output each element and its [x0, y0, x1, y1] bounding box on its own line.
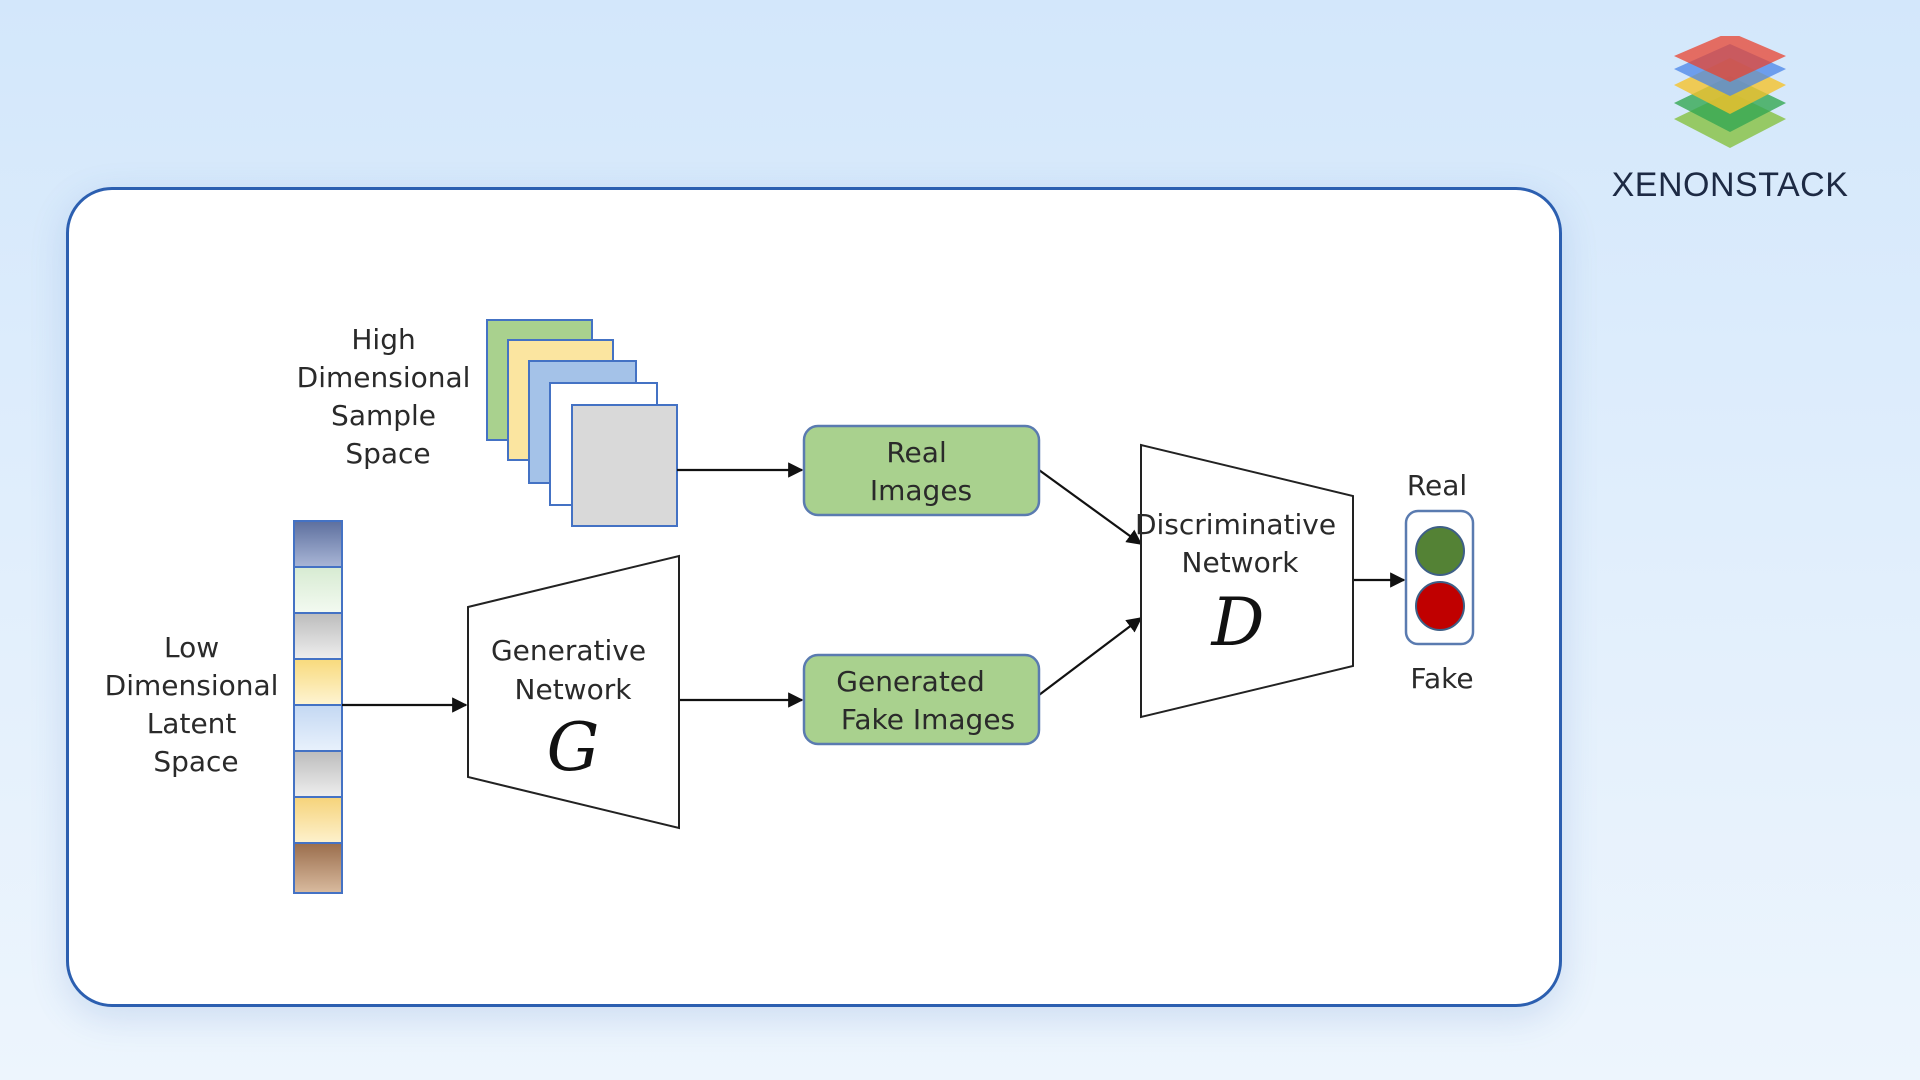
real-images-line-1: Real: [886, 436, 946, 469]
output-real-label: Real: [1407, 469, 1467, 502]
sample-sheet-5: [571, 404, 678, 527]
real-images-box: [802, 424, 1041, 517]
latent-cell-7: [293, 796, 343, 844]
sample-space-line-1: High: [351, 323, 415, 356]
latent-space-label: Low Dimensional Latent Space: [105, 631, 288, 778]
latent-cell-2: [293, 566, 343, 614]
latent-space-line-3: Latent: [147, 707, 237, 740]
sample-space-line-2: Dimensional: [297, 361, 471, 394]
arrow-real-to-discriminator: [1038, 469, 1143, 545]
generator-label-line-2: Network: [515, 673, 633, 706]
latent-vector: [293, 520, 343, 894]
logo-layer-red: [1674, 36, 1786, 82]
discriminator-label-line-1: Discriminative: [1135, 508, 1336, 541]
discriminator-label: Discriminative Network: [1135, 508, 1345, 579]
generator-network-shape: [467, 554, 680, 830]
xenonstack-logo[interactable]: XENONSTACK: [1600, 36, 1860, 216]
generator-symbol: G: [547, 709, 600, 786]
brand-name: XENONSTACK: [1611, 166, 1849, 204]
stacked-layers-icon: [1674, 36, 1786, 148]
discriminator-label-line-2: Network: [1182, 546, 1300, 579]
discriminator-network-shape: [1140, 443, 1354, 719]
latent-cell-1: [293, 520, 343, 568]
latent-cell-3: [293, 612, 343, 660]
latent-cell-8: [293, 842, 343, 894]
real-indicator-light: [1415, 526, 1465, 576]
fake-images-line-1: Generated: [836, 665, 985, 698]
fake-indicator-light: [1415, 581, 1465, 631]
discriminator-symbol: D: [1211, 584, 1265, 661]
fake-images-line-2: Fake Images: [841, 703, 1015, 736]
latent-cell-4: [293, 658, 343, 706]
output-fake-label: Fake: [1410, 662, 1473, 695]
fake-images-label: Generated Fake Images: [836, 665, 1015, 736]
real-images-label: Real Images: [870, 436, 972, 507]
generator-label: Generative Network: [491, 634, 655, 706]
sample-space-label: High Dimensional Sample Space: [297, 323, 480, 470]
real-images-line-2: Images: [870, 474, 972, 507]
latent-space-line-1: Low: [164, 631, 219, 664]
latent-cell-6: [293, 750, 343, 798]
arrow-fake-to-discriminator: [1038, 617, 1143, 696]
sample-space-line-3: Sample: [331, 399, 436, 432]
latent-space-line-4: Space: [153, 745, 238, 778]
fake-images-box: [802, 653, 1041, 746]
latent-cell-5: [293, 704, 343, 752]
sample-image-stack: [486, 319, 678, 527]
generator-label-line-1: Generative: [491, 634, 646, 667]
sample-space-line-4: Space: [345, 437, 430, 470]
latent-space-line-2: Dimensional: [105, 669, 279, 702]
